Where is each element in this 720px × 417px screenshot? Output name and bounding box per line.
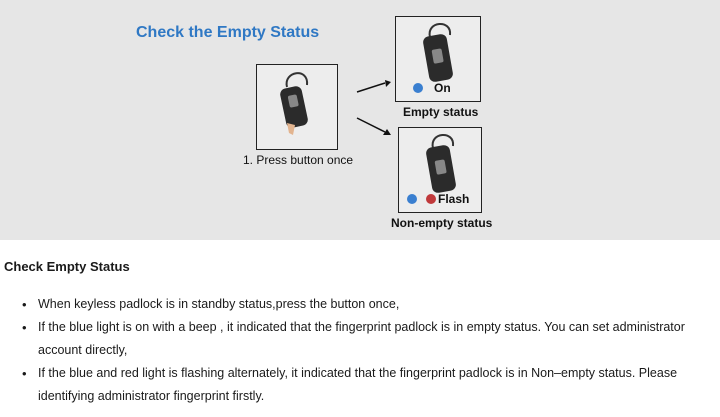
list-item: If the blue and red light is ﬂashing alt… [20,362,720,408]
empty-status-label: Empty status [403,105,479,119]
padlock-icon [423,23,453,82]
list-item: If the blue light is on with a beep , it… [20,316,720,362]
arrows-icon [356,80,391,135]
press-button-illustration [256,64,338,150]
instruction-figure: Check the Empty Status 1. Press button o… [0,0,720,240]
blue-led-icon [407,194,417,204]
blue-led-icon [413,83,423,93]
step-caption: 1. Press button once [243,153,354,167]
padlock-press-icon [280,72,309,135]
figure-title: Check the Empty Status [136,24,320,41]
list-item: When keyless padlock is in standby statu… [20,293,720,316]
non-empty-status-illustration: Flash [398,127,482,213]
empty-status-illustration: On [395,16,481,102]
instruction-list: When keyless padlock is in standby statu… [20,293,720,408]
red-led-icon [426,194,436,204]
led-state-flash: Flash [438,192,470,206]
section-title: Check Empty Status [4,259,130,274]
led-state-on: On [434,81,451,95]
non-empty-status-label: Non-empty status [391,216,493,230]
padlock-icon [426,134,456,193]
